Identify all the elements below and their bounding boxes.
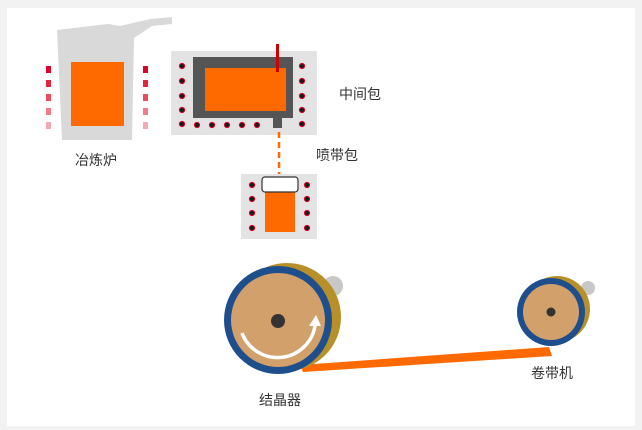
label-crystallizer: 结晶器 — [259, 393, 301, 409]
ribbon-strip — [300, 347, 552, 372]
tundish — [171, 44, 317, 135]
label-nozzle-box: 喷带包 — [316, 148, 358, 164]
nozzle-box — [241, 174, 317, 239]
label-tundish: 中间包 — [339, 87, 381, 103]
nozzle-molten-metal — [265, 187, 295, 232]
crystallizer-wheel — [224, 263, 343, 374]
nozzle-heater-dots — [248, 181, 311, 232]
coiler-axle — [546, 307, 556, 317]
rotation-arrowhead-icon — [309, 315, 321, 326]
furnace — [46, 17, 172, 140]
coiler-wheel — [517, 276, 595, 346]
label-coiler: 卷带机 — [531, 366, 573, 382]
tundish-heater-dots — [178, 62, 306, 129]
furnace-heater-left — [46, 66, 51, 129]
rotation-arrow-icon — [240, 325, 317, 360]
nozzle-cap — [261, 176, 299, 193]
furnace-molten-metal — [71, 62, 124, 126]
crystallizer-axle — [271, 314, 285, 328]
furnace-heater-right — [143, 66, 148, 129]
tundish-molten-metal — [205, 68, 286, 111]
tundish-stopper-rod — [276, 44, 279, 72]
label-furnace: 冶炼炉 — [75, 153, 117, 169]
